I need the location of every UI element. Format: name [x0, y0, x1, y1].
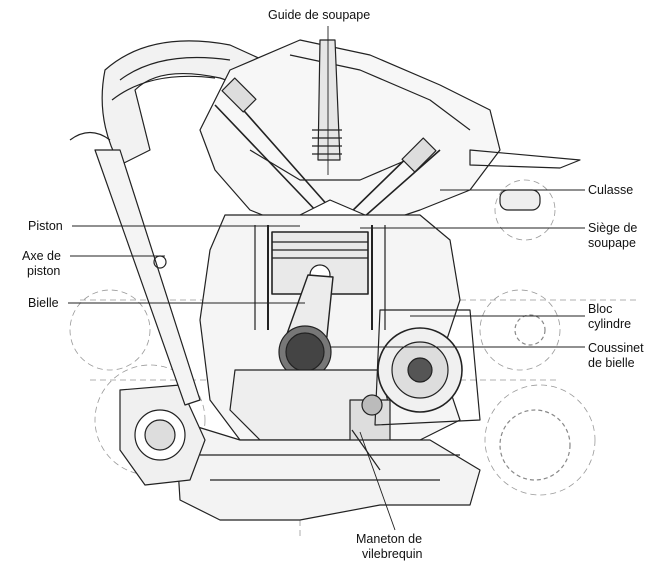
label-culasse: Culasse [588, 183, 634, 197]
label-maneton-de-vilebrequin-line1: Maneton de [356, 532, 423, 546]
label-siege-de-soupape-line2: soupape [588, 236, 636, 250]
label-bloc-cylindre-line1: Bloc [588, 302, 613, 316]
label-bielle: Bielle [28, 296, 59, 310]
label-coussinet-de-bielle-line2: de bielle [588, 356, 635, 370]
label-axe-de-piston-line2: piston [27, 264, 61, 278]
label-siege-de-soupape-line1: Siège de [588, 221, 638, 235]
leader-maneton [359, 431, 396, 531]
label-maneton-de-vilebrequin-line2: vilebrequin [362, 547, 423, 561]
cylinder-head [199, 39, 501, 231]
oil-pan [174, 419, 481, 521]
label-coussinet-de-bielle-line1: Coussinet [588, 341, 644, 355]
label-piston: Piston [28, 219, 63, 233]
label-axe-de-piston-line1: Axe de [22, 249, 61, 263]
intake-valve [214, 94, 331, 216]
label-guide-de-soupape: Guide de soupape [268, 8, 371, 22]
label-bloc-cylindre-line2: cylindre [588, 317, 632, 331]
